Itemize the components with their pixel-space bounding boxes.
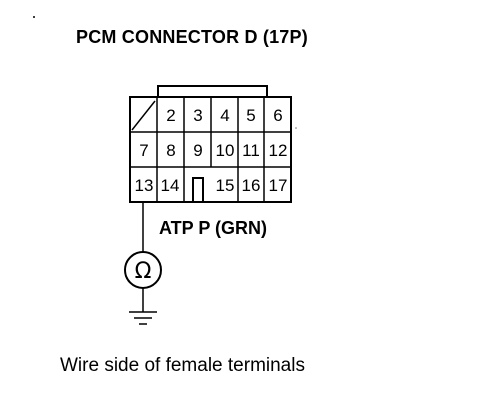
terminal-2: 2 xyxy=(166,106,175,125)
connector-title: PCM CONNECTOR D (17P) xyxy=(76,27,308,47)
terminal-6: 6 xyxy=(273,106,282,125)
connector-lock-tab xyxy=(157,85,268,98)
stray-dot xyxy=(33,16,35,18)
unused-terminal-slash xyxy=(131,100,156,131)
terminal-11: 11 xyxy=(242,141,260,160)
terminal-3: 3 xyxy=(193,106,202,125)
terminal-16: 16 xyxy=(242,176,261,195)
terminal-8: 8 xyxy=(166,141,175,160)
terminal-7: 7 xyxy=(139,141,148,160)
terminal-17: 17 xyxy=(269,176,288,195)
diagram-caption: Wire side of female terminals xyxy=(60,355,305,376)
terminal-15: 15 xyxy=(216,176,235,195)
terminal-9: 9 xyxy=(193,141,202,160)
terminal-5: 5 xyxy=(246,106,255,125)
terminal-14: 14 xyxy=(161,176,180,195)
stray-dot xyxy=(295,127,297,129)
terminal-12: 12 xyxy=(269,141,288,160)
ground-icon xyxy=(129,311,157,325)
connector-key-notch xyxy=(192,177,204,202)
terminal-10: 10 xyxy=(216,141,235,160)
terminal-4: 4 xyxy=(220,106,229,125)
wire-label: ATP P (GRN) xyxy=(159,218,267,238)
cell-dividers xyxy=(156,97,265,202)
terminal-13: 13 xyxy=(135,176,154,195)
ohm-symbol: Ω xyxy=(135,259,152,284)
